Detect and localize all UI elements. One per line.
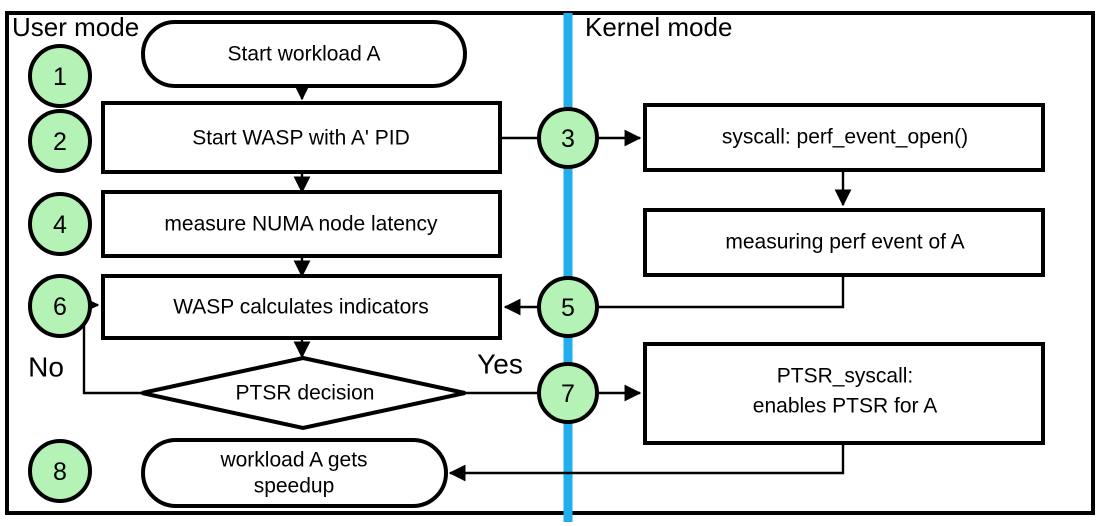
step-badge-8-label: 8: [53, 458, 67, 486]
step-badge-2-label: 2: [53, 128, 67, 156]
step-badge-7[interactable]: [537, 362, 599, 424]
step-badge-1-label: 1: [53, 63, 67, 91]
kernel-mode-label: Kernel mode: [585, 12, 732, 42]
node-start-workload-label: Start workload A: [228, 43, 381, 66]
step-badge-1[interactable]: [28, 44, 92, 108]
connector-ptsrsyscall-to-speedup: [448, 443, 845, 482]
node-measure-latency-label: measure NUMA node latency: [164, 213, 438, 236]
node-ptsr-syscall[interactable]: [643, 342, 1045, 445]
step-badge-6[interactable]: [28, 274, 92, 338]
step-badge-5-label: 5: [561, 294, 575, 322]
step-badge-2[interactable]: [28, 109, 92, 173]
node-ptsr-syscall-label-line1: PTSR_syscall:: [777, 365, 914, 388]
node-workload-speedup-label-line1: workload A gets: [219, 449, 367, 472]
node-perf-event-open-label: syscall: perf_event_open(): [722, 126, 968, 149]
node-ptsr-decision[interactable]: [141, 355, 466, 431]
step-badge-4-label: 4: [53, 211, 67, 239]
connector-measuring-to-step5: [597, 275, 845, 309]
step-badge-6-label: 6: [53, 293, 67, 321]
diagram-outer-frame: [5, 11, 1095, 515]
step-badge-3-label: 3: [561, 125, 575, 153]
node-perf-event-open[interactable]: [643, 103, 1045, 172]
branch-label-yes: Yes: [477, 348, 523, 379]
node-ptsr-syscall-label-line2: enables PTSR for A: [753, 395, 937, 418]
node-workload-speedup[interactable]: [141, 438, 448, 508]
step-badge-5[interactable]: [537, 276, 599, 338]
node-measuring-perf-label: measuring perf event of A: [725, 231, 964, 254]
step-badge-3[interactable]: [537, 107, 599, 169]
step-badge-4[interactable]: [28, 192, 92, 256]
node-wasp-calculates[interactable]: [101, 274, 502, 340]
step-badge-8[interactable]: [28, 439, 92, 503]
user-mode-label: User mode: [12, 12, 139, 42]
node-workload-speedup-label-line2: speedup: [254, 475, 335, 498]
step-badge-7-label: 7: [561, 380, 575, 408]
node-start-wasp[interactable]: [101, 101, 502, 174]
node-start-workload[interactable]: [141, 20, 467, 88]
node-ptsr-decision-label: PTSR decision: [236, 382, 375, 405]
branch-label-no: No: [28, 351, 64, 382]
node-start-wasp-label: Start WASP with A' PID: [192, 127, 410, 150]
node-wasp-calculates-label: WASP calculates indicators: [173, 296, 429, 319]
node-measuring-perf[interactable]: [643, 208, 1045, 277]
node-measure-latency[interactable]: [101, 190, 502, 258]
